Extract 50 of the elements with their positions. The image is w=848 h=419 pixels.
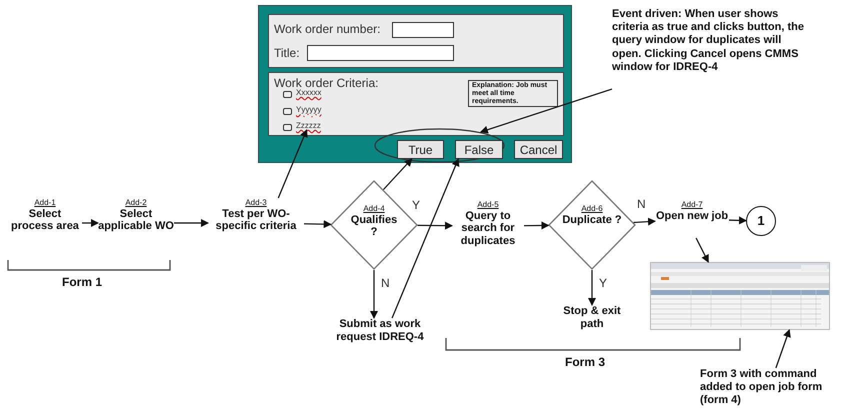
connector-circle: 1: [746, 206, 776, 236]
step-label: Submit as work request IDREQ-4: [318, 318, 442, 352]
step-label: Select process area: [10, 208, 80, 233]
arrow: [278, 129, 308, 198]
form-label: Form 1: [62, 275, 102, 289]
dialog-button: Cancel: [514, 140, 563, 159]
step-label: Query to search for duplicates: [460, 210, 516, 248]
arrow: [728, 216, 747, 224]
arrow: [82, 219, 99, 227]
step-label: Select applicable WO: [98, 208, 174, 233]
arrow: [370, 270, 378, 319]
form-panel: [268, 14, 564, 68]
dialog-button: True: [397, 140, 444, 159]
criteria-option: Yyyyyy: [296, 105, 322, 114]
arrow: [382, 158, 412, 190]
step-label: Open new job: [655, 210, 729, 222]
field-label: Title:: [274, 46, 300, 60]
step-id: Add-6: [581, 204, 603, 214]
criteria-option: Zzzzzz: [296, 121, 321, 130]
arrow: [174, 219, 209, 227]
form-panel: [268, 72, 564, 136]
arrow: [392, 158, 460, 318]
step-id: Add-5: [477, 200, 499, 210]
arrow: [480, 88, 612, 134]
arrow: [696, 238, 709, 263]
arrow: [418, 222, 453, 230]
field-label: Work order number:: [274, 22, 380, 36]
step-id: Add-3: [245, 198, 267, 208]
form-label: Form 3: [565, 355, 606, 369]
note-text: Event driven: When user shows criteria as true and clicks button, the query window for duplicates will open. Clicking Cancel opens CMMS window for IDREQ-4: [612, 8, 808, 106]
step-id: Add-7: [681, 200, 703, 210]
step-label: Stop & exit path: [555, 305, 629, 339]
screenshot-placeholder: [650, 262, 830, 330]
step-label: Duplicate ?: [562, 214, 622, 226]
step-label: Test per WO-specific criteria: [214, 208, 298, 233]
dialog-window: [258, 5, 572, 163]
step-id: Add-4: [363, 204, 385, 214]
step-label: Qualifies ?: [350, 214, 398, 239]
step-id: Add-2: [125, 198, 147, 208]
arrow: [588, 270, 596, 306]
arrow: [634, 218, 656, 226]
field-label: Work order Criteria:: [274, 76, 378, 90]
criteria-option: Xxxxxx: [296, 88, 322, 97]
arrow: [524, 221, 550, 230]
highlight-ellipse: [374, 128, 505, 163]
step-id: Add-1: [34, 198, 56, 208]
note-text: Form 3 with command added to open job form (form 4): [700, 368, 848, 418]
arrow: [775, 329, 791, 368]
arrow: [304, 220, 332, 228]
dialog-button: False: [455, 140, 503, 159]
